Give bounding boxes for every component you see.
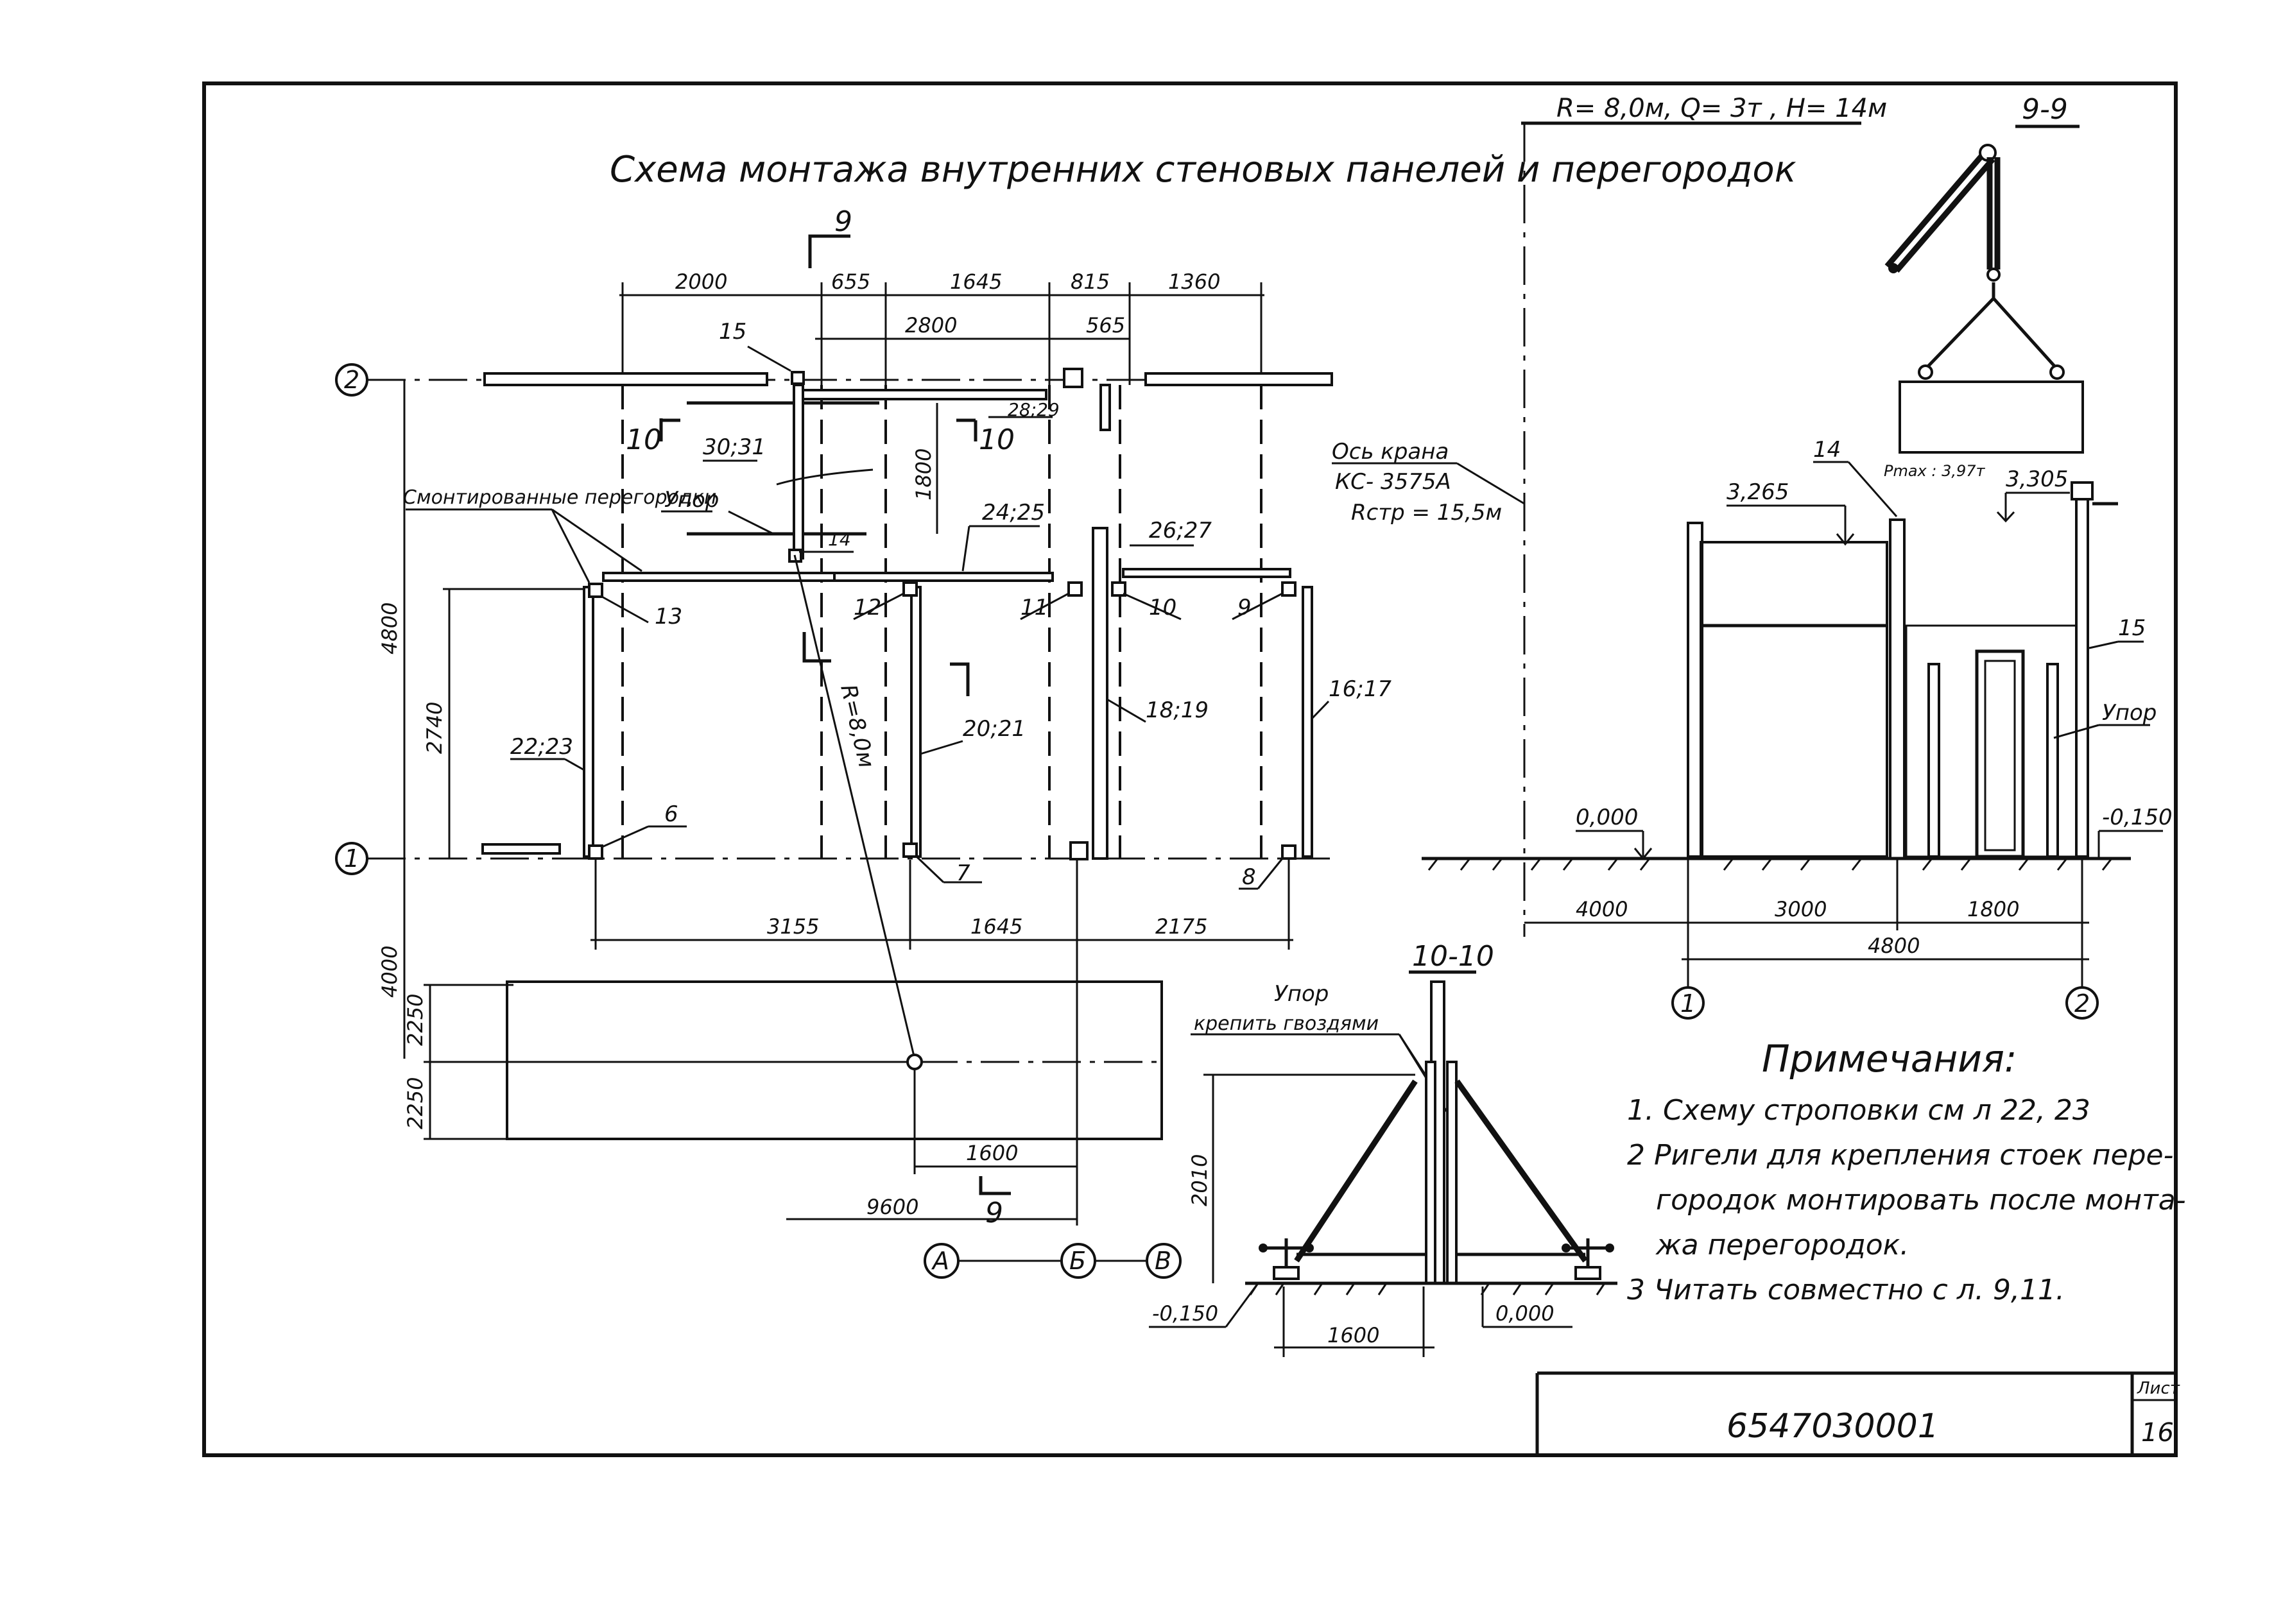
dim-815: 815 [1071, 269, 1110, 294]
dim-1800: 1800 [911, 449, 936, 500]
section-9-9: R= 8,0м, Q= 3т , H= 14м 9-9 Pmax : 3,97т… [1332, 93, 2173, 1020]
section-10-10-title: 10-10 [1412, 940, 1494, 973]
dim-2175: 2175 [1155, 914, 1207, 939]
label-nail-note: крепить гвоздями [1194, 1013, 1379, 1035]
note-2-line-2: городок монтировать после монта- [1656, 1184, 2186, 1217]
dim-4000: 4000 [377, 946, 402, 998]
label-mounted-partitions: Смонтированные перегородки [403, 486, 716, 509]
label-9: 9 [1237, 595, 1252, 620]
label-15-section: 15 [2118, 615, 2146, 641]
label-20-21: 20;21 [963, 716, 1026, 742]
level-minus-0150-section: -0,150 [2102, 805, 2173, 830]
crane-position [906, 1054, 923, 1070]
label-stop-10: Упор [1274, 981, 1329, 1007]
sheet-number: 16 [2141, 1418, 2174, 1448]
dim-3000-section: 3000 [1775, 897, 1827, 921]
sheet-label: Лист [2137, 1379, 2180, 1398]
drawing-title: Схема монтажа внутренних стеновых панеле… [610, 149, 1796, 191]
label-8: 8 [1242, 864, 1256, 890]
label-26-27: 26;27 [1149, 518, 1212, 543]
dim-1600-10: 1600 [1327, 1323, 1379, 1347]
axis-label-1-section: 1 [1680, 989, 1696, 1018]
pmax-label: Pmax : 3,97т [1884, 462, 1986, 480]
axis-label-1: 1 [344, 844, 359, 873]
label-22-23: 22;23 [510, 734, 573, 760]
level-minus-0150-10: -0,150 [1152, 1301, 1218, 1326]
notes-heading: Примечания: [1762, 1037, 2017, 1081]
label-14-plan: 14 [828, 529, 851, 550]
title-block: 6547030001 Лист 16 [1535, 1371, 2180, 1455]
dim-2010: 2010 [1187, 1154, 1212, 1206]
axis-label-2: 2 [344, 366, 359, 394]
section-mark-10-right: 10 [979, 423, 1015, 456]
dim-1645: 1645 [970, 914, 1022, 939]
label-24-25: 24;25 [982, 500, 1045, 526]
crane-axis-label: Ось крана [1332, 439, 1449, 465]
label-14-section: 14 [1813, 437, 1841, 463]
plan-view: 9 2000 655 1645 815 1360 2800 565 2 1 [335, 205, 1391, 1279]
label-28-29: 28;29 [1008, 399, 1060, 420]
crane-radius: Rстр = 15,5м [1351, 500, 1502, 526]
axis-label-V: В [1155, 1247, 1171, 1275]
dim-4800-section: 4800 [1868, 934, 1920, 958]
section-9-9-title: 9-9 [2022, 93, 2068, 126]
dim-2740: 2740 [422, 702, 447, 754]
crane-path [506, 980, 1163, 1140]
crane-model: КС- 3575А [1335, 469, 1451, 495]
dim-565: 565 [1086, 313, 1125, 338]
note-3: 3 Читать совместно с л. 9,11. [1627, 1274, 2065, 1306]
label-15: 15 [719, 319, 746, 345]
label-7: 7 [956, 860, 970, 886]
label-stop-section: Упор [2102, 700, 2157, 726]
dim-2250-b: 2250 [403, 1077, 427, 1129]
label-13: 13 [655, 604, 682, 629]
level-3265: 3,265 [1727, 479, 1789, 505]
label-stop-plan: Упор [664, 487, 719, 513]
label-6: 6 [664, 801, 678, 827]
dim-9600: 9600 [866, 1195, 918, 1219]
suspended-panel [1899, 380, 2084, 454]
dim-1645: 1645 [950, 269, 1002, 294]
note-1: 1. Схему строповки см л 22, 23 [1627, 1094, 2090, 1127]
section-mark-9-bottom: 9 [985, 1197, 1003, 1229]
dim-655: 655 [831, 269, 870, 294]
sheet-frame [202, 81, 2178, 1457]
section-mark-9-top: 9 [834, 205, 852, 238]
axis-bubble-1-section [1671, 986, 1705, 1020]
section-10-10: 10-10 Упор крепить гвоздями [1149, 940, 1617, 1357]
dim-4800: 4800 [377, 603, 402, 654]
dim-4000-section: 4000 [1576, 897, 1628, 921]
dim-2250-a: 2250 [403, 994, 427, 1046]
label-16-17: 16;17 [1329, 676, 1391, 702]
note-2-line-1: 2 Ригели для крепления стоек пере- [1627, 1139, 2173, 1172]
section-mark-10-left: 10 [626, 423, 662, 456]
level-0000-10: 0,000 [1495, 1301, 1555, 1326]
dim-1600-crane: 1600 [966, 1141, 1018, 1165]
dim-1360: 1360 [1168, 269, 1220, 294]
axis-label-B: Б [1069, 1247, 1086, 1275]
label-18-19: 18;19 [1146, 697, 1209, 723]
level-3305: 3,305 [2006, 466, 2068, 492]
dim-2800: 2800 [905, 313, 957, 338]
dim-1800-section: 1800 [1967, 897, 2019, 921]
notes-block: Примечания: 1. Схему строповки см л 22, … [1627, 1037, 2186, 1306]
axis-bubble-2-section [2065, 986, 2099, 1020]
crane-params: R= 8,0м, Q= 3т , H= 14м [1556, 94, 1887, 123]
label-30-31: 30;31 [703, 434, 766, 460]
note-2-line-3: жа перегородок. [1655, 1229, 1909, 1261]
level-0000-section: 0,000 [1576, 805, 1638, 830]
axis-label-2-section: 2 [2074, 989, 2090, 1018]
axis-label-A: А [931, 1247, 949, 1275]
drawing-code: 6547030001 [1727, 1407, 1939, 1446]
dim-2000: 2000 [675, 269, 727, 294]
dim-3155: 3155 [767, 914, 819, 939]
